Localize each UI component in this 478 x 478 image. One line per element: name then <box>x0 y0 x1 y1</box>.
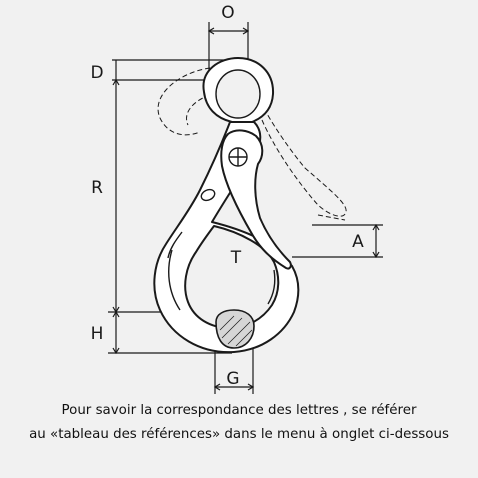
dimension-label-g: G <box>226 369 239 389</box>
dimension-label-d: D <box>90 63 103 83</box>
hook-details <box>167 69 276 311</box>
hook-cross-section <box>215 309 255 349</box>
dimension-h-lines <box>108 310 232 355</box>
dimension-label-r: R <box>91 178 103 198</box>
dimension-label-a: A <box>352 232 364 252</box>
caption-line-1: Pour savoir la correspondance des lettre… <box>61 403 417 418</box>
dimension-a-lines <box>292 223 383 259</box>
dimension-label-t: T <box>230 248 242 268</box>
dimension-label-h: H <box>91 324 104 344</box>
dimension-label-o: O <box>221 3 234 23</box>
caption-line-2: au «tableau des références» dans le menu… <box>29 427 449 442</box>
dimension-d-lines <box>112 59 228 81</box>
